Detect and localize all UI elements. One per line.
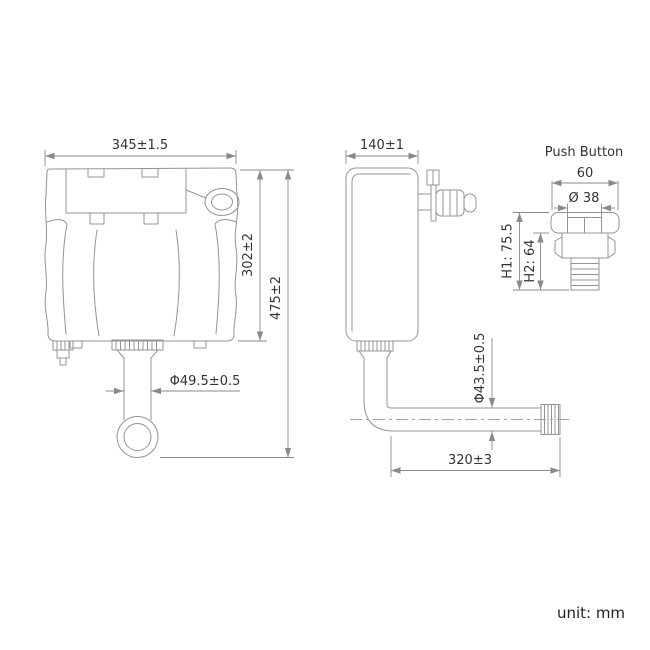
front-view: 345±1.5 302±2 475±2 Φ49.5±0.5 xyxy=(44,138,294,458)
top-recess xyxy=(65,168,187,214)
side-view: 140±1 Φ43.5±0.5 320±3 xyxy=(345,138,572,477)
unit-note: unit: mm xyxy=(557,604,625,622)
dim-total-height-label: 475±2 xyxy=(269,276,284,320)
outlet-thread-hatch xyxy=(115,339,157,351)
pipe-thread xyxy=(356,340,394,352)
button-cap-details xyxy=(567,212,602,234)
push-button-body xyxy=(550,212,620,291)
outlet-taper xyxy=(116,349,159,359)
dim-width-label: 345±1.5 xyxy=(112,138,168,153)
valve-ribs xyxy=(442,190,458,216)
dim-outlet-diameter: Φ49.5±0.5 xyxy=(106,374,241,395)
pipe-inner-wall xyxy=(386,357,542,409)
dim-button-diameter-38: Ø 38 xyxy=(554,191,615,212)
dim-pipe-diameter: Φ43.5±0.5 xyxy=(473,333,496,450)
dim-button-width-label: 60 xyxy=(577,166,594,181)
bottom-left-fitting xyxy=(52,340,74,366)
dim-button-width-60: 60 xyxy=(551,166,619,210)
fill-valve xyxy=(417,169,477,222)
dim-h1-label: H1: 75.5 xyxy=(501,223,516,279)
button-snap-clips xyxy=(554,236,616,259)
valve-connector xyxy=(417,193,432,211)
cistern-side-outline xyxy=(345,167,419,342)
push-button-title: Push Button xyxy=(545,145,624,160)
dim-h1-ext-lines xyxy=(513,212,569,291)
button-housing xyxy=(561,232,609,259)
dim-pipe-length-label: 320±3 xyxy=(448,453,492,468)
dim-h2: H2: 64 xyxy=(523,232,549,290)
inlet-port-leader xyxy=(185,189,207,199)
outlet-assembly xyxy=(111,339,164,458)
dim-depth-140: 140±1 xyxy=(345,138,419,164)
shoulder-contours xyxy=(46,219,237,225)
valve-flange xyxy=(430,184,437,222)
inlet-port-outer xyxy=(204,188,240,216)
pipe-thread-hatch xyxy=(360,340,390,352)
dim-depth-label: 140±1 xyxy=(360,138,404,153)
dim-total-height-475: 475±2 xyxy=(160,170,294,458)
body-rib-contours xyxy=(62,223,220,337)
dim-pipe-length-320: 320±3 xyxy=(390,436,561,477)
dim-h2-label: H2: 64 xyxy=(523,239,538,282)
outlet-flange-inner xyxy=(123,423,152,451)
pipe-taper xyxy=(358,350,392,359)
dim-width-345: 345±1.5 xyxy=(44,138,237,166)
inlet-port-inner xyxy=(211,193,233,211)
dim-body-height-label: 302±2 xyxy=(241,233,256,277)
recess-tabs xyxy=(89,212,159,225)
push-button-detail: Push Button 60 Ø 38 H1: 75.5 xyxy=(501,145,624,291)
dim-h1: H1: 75.5 xyxy=(501,212,569,291)
valve-knob xyxy=(463,193,477,213)
outlet-flange-outer xyxy=(116,416,159,458)
fitting-thread-hatch xyxy=(56,340,70,351)
dim-button-diameter-label: Ø 38 xyxy=(569,191,600,206)
fitting-stub xyxy=(59,357,67,366)
outlet-pipe-walls xyxy=(123,357,152,421)
fitting-body xyxy=(56,349,70,359)
bottom-tabs xyxy=(69,340,207,349)
outlet-thread xyxy=(111,339,164,351)
pipe-outer-wall xyxy=(363,357,542,432)
side-inner-contour xyxy=(351,173,411,332)
button-tube-threads xyxy=(570,263,600,286)
dim-outlet-diameter-label: Φ49.5±0.5 xyxy=(170,374,241,389)
cistern-front-outline xyxy=(44,167,239,342)
recess-notches xyxy=(87,168,159,178)
dim-pipe-diameter-label: Φ43.5±0.5 xyxy=(473,333,488,404)
flush-bend-pipe xyxy=(350,340,572,435)
dim-body-height-302: 302±2 xyxy=(238,169,294,342)
